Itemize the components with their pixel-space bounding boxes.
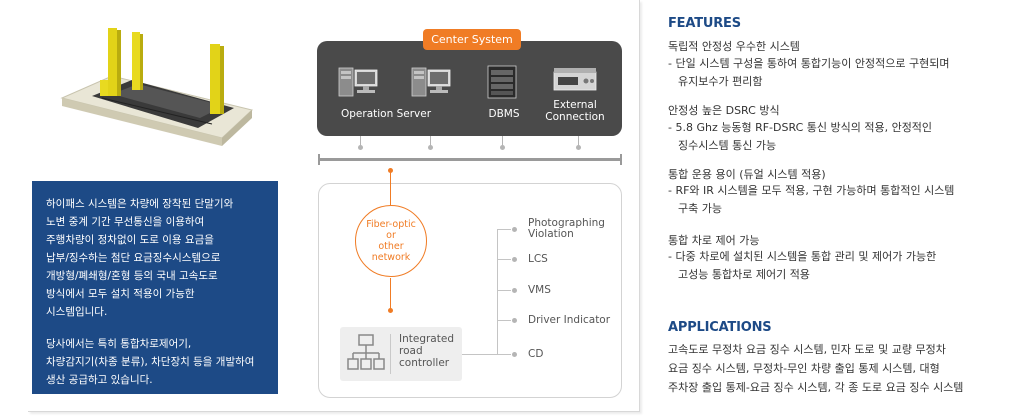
- network-bus-bar: [318, 154, 622, 165]
- branch-line: [497, 259, 511, 260]
- controller-label-line: Integrated: [399, 333, 454, 345]
- feature-heading: 안정성 높은 DSRC 방식: [668, 104, 780, 117]
- description-line: 납부/징수하는 첨단 요금징수시스템으로: [46, 252, 221, 264]
- database-rack-icon: [487, 65, 517, 99]
- connector-dot: [358, 145, 363, 150]
- controller-label-line: controller: [399, 357, 450, 369]
- connector-line: [430, 136, 431, 147]
- server-tower-icon: [338, 67, 378, 97]
- fiber-network-circle: Fiber-optic or other network: [355, 205, 427, 277]
- external-connection-label: External Connection: [540, 99, 610, 123]
- branch-line: [497, 229, 511, 230]
- feature-heading: 통합 차로 제어 가능: [668, 234, 760, 247]
- fiber-label-line: Fiber-optic: [366, 219, 416, 230]
- fiber-label-line: network: [371, 252, 411, 263]
- connector-dot: [576, 145, 581, 150]
- applications-title: APPLICATIONS: [668, 320, 772, 335]
- fiber-label-line: or: [386, 230, 396, 241]
- feature-body-line: 고성능 통합차로 제어기 적용: [678, 268, 810, 281]
- integrated-controller-label: Integrated road controller: [399, 333, 454, 369]
- branch-label-driver-indicator: Driver Indicator: [528, 314, 611, 326]
- feature-body-line: - RF와 IR 시스템을 모두 적용, 구현 가능하며 통합적인 시스템: [668, 184, 955, 197]
- application-line: 주차장 출입 통제-요금 징수 시스템, 각 종 도로 요금 징수 시스템: [668, 381, 964, 394]
- branch-label-cd: CD: [528, 348, 544, 360]
- branch-line: [462, 354, 511, 355]
- description-line: 방식에서 모두 설치 적용이 가능한: [46, 288, 195, 300]
- dbms-label: DBMS: [488, 108, 520, 120]
- connector-line: [502, 136, 503, 147]
- feature-body: - 단일 시스템 구성을 통하여 통합기능이 안정적으로 구현되며 유지보수가 …: [668, 55, 949, 91]
- system-description-box: 하이패스 시스템은 차량에 장착된 단말기와 노변 중계 기간 무선통신을 이용…: [32, 181, 278, 394]
- feature-body-line: - 단일 시스템 구성을 통하여 통합기능이 안정적으로 구현되며: [668, 57, 950, 70]
- feature-body: - 5.8 Ghz 능동형 RF-DSRC 통신 방식의 적용, 안정적인 징수…: [668, 119, 932, 155]
- fiber-connector-line: [390, 171, 391, 205]
- network-device-icon: [553, 68, 597, 91]
- branch-dot: [512, 318, 517, 323]
- application-line: 요금 징수 시스템, 무정차-무인 차량 출입 통제 시스템, 대형: [668, 362, 940, 375]
- branch-line: [497, 320, 511, 321]
- feature-body-line: 구축 가능: [678, 202, 722, 215]
- branch-dot: [512, 257, 517, 262]
- description-line: 당사에서는 특히 통합차로제어기,: [46, 338, 192, 350]
- description-line: 하이패스 시스템은 차량에 장착된 단말기와: [46, 198, 234, 210]
- description-line: 노변 중계 기간 무선통신을 이용하여: [46, 216, 205, 228]
- feature-body-line: 징수시스템 통신 가능: [678, 139, 777, 152]
- controller-divider: [390, 334, 391, 374]
- connector-line: [360, 136, 361, 147]
- integrated-controller-box: [340, 327, 462, 381]
- applications-body: 고속도로 무정차 요금 징수 시스템, 민자 도로 및 교량 무정차 요금 징수…: [668, 340, 963, 397]
- feature-body: - 다중 차로에 설치된 시스템을 통합 관리 및 제어가 가능한 고성능 통합…: [668, 248, 936, 284]
- center-system-label: Center System: [423, 29, 521, 50]
- fiber-connector-dot: [388, 308, 393, 313]
- connector-dot: [428, 145, 433, 150]
- controller-label-line: road: [399, 345, 423, 357]
- description-line: 개방형/폐쇄형/혼형 등의 국내 고속도로: [46, 270, 218, 282]
- features-title: FEATURES: [668, 16, 741, 31]
- branch-label-vms: VMS: [528, 284, 551, 296]
- hipass-gate-illustration: [60, 28, 254, 146]
- feature-body-line: 유지보수가 편리함: [678, 75, 763, 88]
- server-tower-icon: [411, 67, 451, 97]
- branch-dot: [512, 288, 517, 293]
- fiber-connector-line: [390, 278, 391, 310]
- branch-label-line: Violation: [528, 228, 574, 240]
- operation-server-label: Operation Server: [340, 108, 432, 120]
- hierarchy-network-icon: [347, 334, 385, 370]
- description-line: 차량감지기(차종 분류), 차단장치 등을 개발하여: [46, 356, 255, 368]
- fiber-connector-dot: [388, 168, 393, 173]
- branch-line: [497, 290, 511, 291]
- description-line: 생산 공급하고 있습니다.: [46, 374, 153, 386]
- description-line: 시스템입니다.: [46, 306, 108, 318]
- branch-dot: [512, 227, 517, 232]
- branch-dot: [512, 352, 517, 357]
- feature-body: - RF와 IR 시스템을 모두 적용, 구현 가능하며 통합적인 시스템 구축…: [668, 182, 954, 218]
- feature-heading: 독립적 안정성 우수한 시스템: [668, 40, 800, 53]
- external-connection-line: External: [553, 99, 597, 111]
- branch-label-line: Photographing: [528, 217, 605, 229]
- connector-line: [578, 136, 579, 147]
- fiber-label-line: other: [378, 241, 404, 252]
- feature-body-line: - 5.8 Ghz 능동형 RF-DSRC 통신 방식의 적용, 안정적인: [668, 121, 933, 134]
- application-line: 고속도로 무정차 요금 징수 시스템, 민자 도로 및 교량 무정차: [668, 343, 946, 356]
- feature-heading: 통합 운용 용이 (듀얼 시스템 적용): [668, 168, 826, 181]
- connector-dot: [500, 145, 505, 150]
- branch-label-lcs: LCS: [528, 253, 548, 265]
- feature-body-line: - 다중 차로에 설치된 시스템을 통합 관리 및 제어가 가능한: [668, 250, 937, 263]
- description-line: 주행차량이 정차없이 도로 이용 요금을: [46, 234, 214, 246]
- branch-label-photographing-violation: Photographing Violation: [528, 218, 605, 240]
- branch-trunk-line: [497, 229, 498, 355]
- external-connection-line: Connection: [545, 111, 605, 123]
